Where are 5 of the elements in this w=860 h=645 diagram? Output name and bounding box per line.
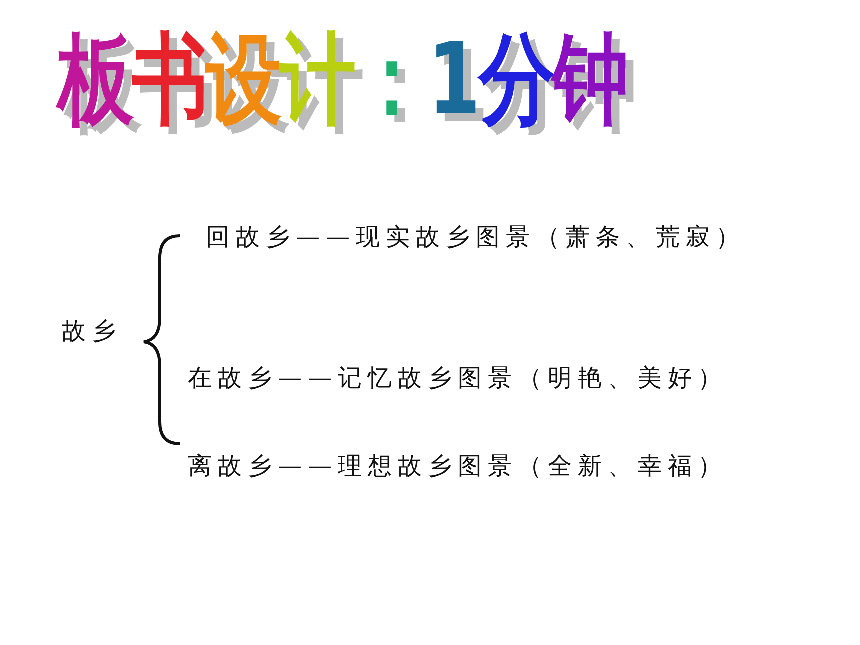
- branch-text: 在故乡——记忆故乡图景（明艳、美好）: [188, 363, 728, 393]
- topic-label: 故乡: [62, 316, 122, 346]
- title: 板书设计：1分钟: [58, 8, 627, 151]
- branch-text: 离故乡——理想故乡图景（全新、幸福）: [188, 451, 728, 481]
- branch-text: 回故乡——现实故乡图景（萧条、荒寂）: [206, 222, 746, 252]
